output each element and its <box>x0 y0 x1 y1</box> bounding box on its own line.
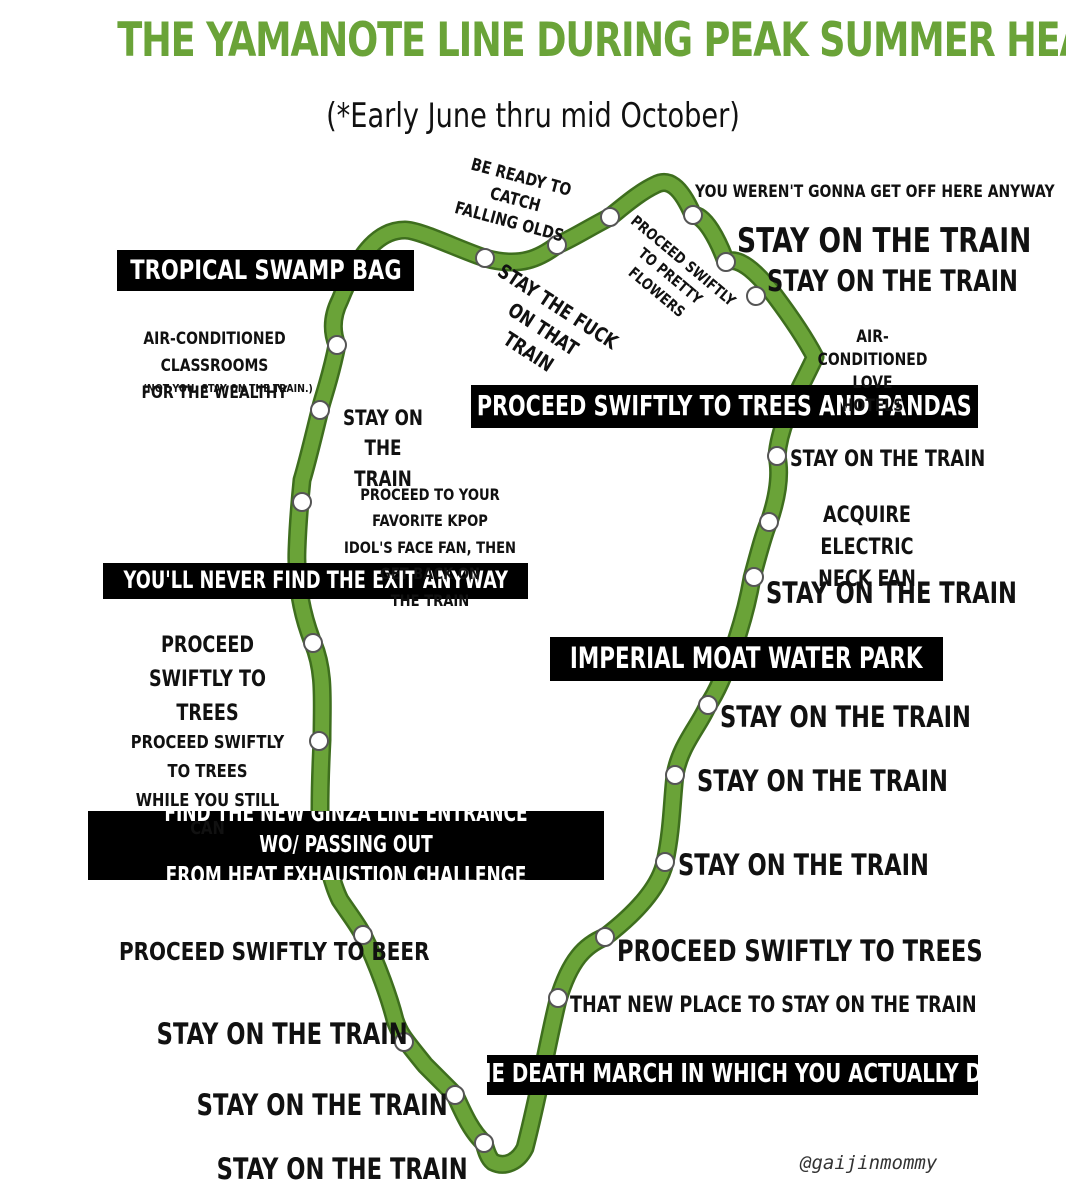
label-werent-gonna: YOU WEREN'T GONNA GET OFF HERE ANYWAY <box>695 182 1055 202</box>
station-circle-icon <box>303 633 323 653</box>
label-love-hotels: AIR-CONDITIONED LOVE HOTELS <box>817 327 928 416</box>
label-new-place: THAT NEW PLACE TO STAY ON THE TRAIN <box>570 993 977 1018</box>
station-circle-icon <box>746 286 766 306</box>
label-classrooms-note: (NOT YOU. STAY ON THE TRAIN.) <box>142 382 313 395</box>
label-stay-e-4: STAY ON THE TRAIN <box>697 764 948 798</box>
label-stay-sw-2: STAY ON THE TRAIN <box>196 1088 448 1122</box>
label-beer: PROCEED SWIFTLY TO BEER <box>119 937 430 966</box>
box-imperial-moat-text: IMPERIAL MOAT WATER PARK <box>570 641 923 676</box>
page-subtitle: (*Early June thru mid October) <box>326 96 740 136</box>
station-circle-icon <box>394 1032 414 1052</box>
box-never-find-exit-text: YOU'LL NEVER FIND THE EXIT ANYWAY <box>123 566 508 595</box>
station-circle-icon <box>767 446 787 466</box>
box-ginza-line: FIND THE NEW GINZA LINE ENTRANCE WO/ PAS… <box>88 811 604 880</box>
label-stay-e-5: STAY ON THE TRAIN <box>678 848 929 882</box>
station-circle-icon <box>547 235 567 255</box>
label-classrooms: AIR-CONDITIONED CLASSROOMS FOR THE WEALT… <box>141 329 288 404</box>
box-ginza-line-text: FIND THE NEW GINZA LINE ENTRANCE WO/ PAS… <box>164 811 528 880</box>
box-death-march: THE DEATH MARCH IN WHICH YOU ACTUALLY DI… <box>487 1055 978 1095</box>
station-circle-icon <box>309 731 329 751</box>
station-circle-icon <box>474 1133 494 1153</box>
label-stay-sw-3: STAY ON THE TRAIN <box>216 1152 468 1186</box>
label-stay-sw-1: STAY ON THE TRAIN <box>156 1017 408 1051</box>
label-stay-e-2: STAY ON THE TRAIN <box>766 576 1017 610</box>
box-tropical-swamp-bag-text: TROPICAL SWAMP BAG <box>129 254 402 286</box>
box-imperial-moat: IMPERIAL MOAT WATER PARK <box>550 637 943 681</box>
station-circle-icon <box>759 512 779 532</box>
label-kpop: PROCEED TO YOUR FAVORITE KPOP IDOL'S FAC… <box>343 485 517 610</box>
station-circle-icon <box>310 400 330 420</box>
box-never-find-exit: YOU'LL NEVER FIND THE EXIT ANYWAY <box>103 563 528 599</box>
station-circle-icon <box>475 248 495 268</box>
page-title: THE YAMANOTE LINE DURING PEAK SUMMER HEA… <box>117 13 1066 68</box>
station-circle-icon <box>548 988 568 1008</box>
station-circle-icon <box>353 925 373 945</box>
label-stay-e-3: STAY ON THE TRAIN <box>720 700 971 734</box>
label-trees-se: PROCEED SWIFTLY TO TREES <box>617 934 983 968</box>
station-circle-icon <box>292 492 312 512</box>
label-stay-w-1: STAY ON THE TRAIN <box>342 406 423 491</box>
station-circle-icon <box>698 695 718 715</box>
label-trees-w-2: PROCEED SWIFTLY TO TREES WHILE YOU STILL… <box>130 732 285 840</box>
box-trees-and-pandas-text: PROCEED SWIFTLY TO TREES AND PANDAS <box>477 389 972 423</box>
station-circle-icon <box>445 1085 465 1105</box>
station-circle-icon <box>716 252 736 272</box>
station-circle-icon <box>595 927 615 947</box>
label-stay-e-1: STAY ON THE TRAIN <box>790 447 986 472</box>
label-stay-ne-1: STAY ON THE TRAIN <box>737 221 1032 261</box>
author-credit: @gaijinmommy <box>800 1152 938 1174</box>
station-circle-icon <box>600 207 620 227</box>
label-neck-fan: ACQUIRE ELECTRIC NECK FAN <box>818 503 916 592</box>
station-circle-icon <box>744 567 764 587</box>
stations <box>292 205 787 1153</box>
label-stay-ne-2: STAY ON THE TRAIN <box>767 264 1018 298</box>
station-circle-icon <box>665 765 685 785</box>
station-circle-icon <box>655 852 675 872</box>
station-circle-icon <box>327 335 347 355</box>
box-trees-and-pandas: PROCEED SWIFTLY TO TREES AND PANDAS <box>471 385 978 428</box>
box-tropical-swamp-bag: TROPICAL SWAMP BAG <box>117 250 414 291</box>
station-circle-icon <box>683 205 703 225</box>
box-death-march-text: THE DEATH MARCH IN WHICH YOU ACTUALLY DI… <box>487 1059 978 1090</box>
label-trees-w-1: PROCEED SWIFTLY TO TREES <box>149 633 266 727</box>
